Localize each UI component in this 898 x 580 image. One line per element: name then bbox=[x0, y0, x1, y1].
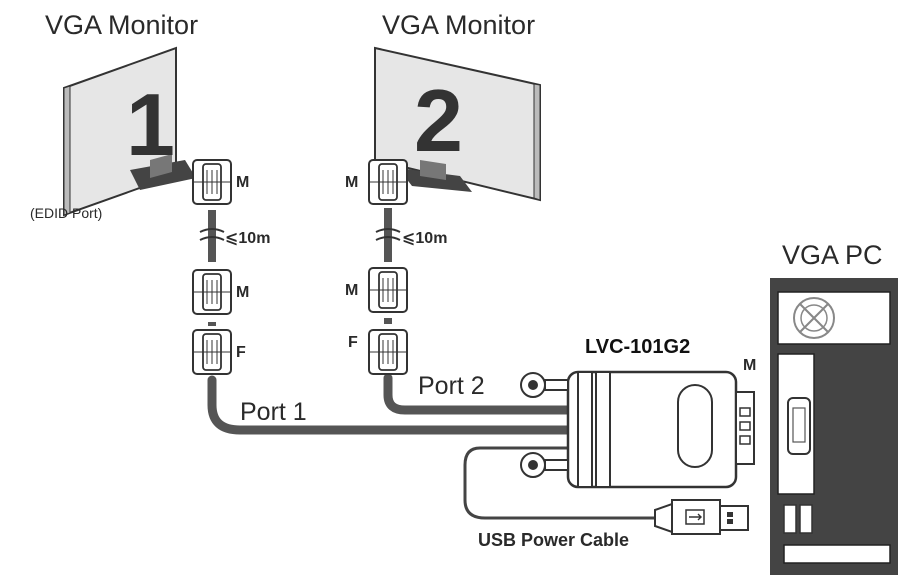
edid-port-note: (EDID Port) bbox=[30, 205, 103, 221]
connector-female-label: F bbox=[236, 344, 246, 361]
pc-tower-icon bbox=[770, 278, 898, 578]
connector-male-label: M bbox=[345, 174, 359, 191]
usb-power-cable bbox=[463, 446, 749, 535]
port-1-label: Port 1 bbox=[240, 398, 307, 426]
connector-male-label: M bbox=[236, 284, 250, 301]
cable-port-1 bbox=[199, 210, 585, 435]
monitor-2-icon bbox=[374, 46, 541, 202]
pc-title: VGA PC bbox=[782, 240, 883, 270]
cable-length-label: ⩽10m bbox=[225, 230, 271, 247]
connector-male-label: M bbox=[345, 282, 359, 299]
vga-connector-icon bbox=[192, 159, 232, 375]
monitor-1-icon bbox=[63, 46, 196, 217]
connector-male-label: M bbox=[236, 174, 250, 191]
device-connector-label: M bbox=[743, 357, 757, 374]
usb-cable-label: USB Power Cable bbox=[478, 530, 630, 550]
monitor-2-title: VGA Monitor bbox=[382, 10, 536, 40]
cable-length-label: ⩽10m bbox=[402, 230, 448, 247]
cable-port-2 bbox=[375, 208, 585, 415]
monitor-1-number: 1 bbox=[126, 75, 175, 174]
lvc-device-icon bbox=[520, 370, 755, 489]
fan-icon bbox=[793, 297, 835, 339]
monitor-2-number: 2 bbox=[414, 71, 463, 170]
connector-female-label: F bbox=[348, 334, 358, 351]
monitor-1-title: VGA Monitor bbox=[45, 10, 199, 40]
vga-connector-icon bbox=[368, 159, 408, 375]
device-model: LVC-101G2 bbox=[585, 336, 691, 358]
port-2-label: Port 2 bbox=[418, 372, 485, 400]
